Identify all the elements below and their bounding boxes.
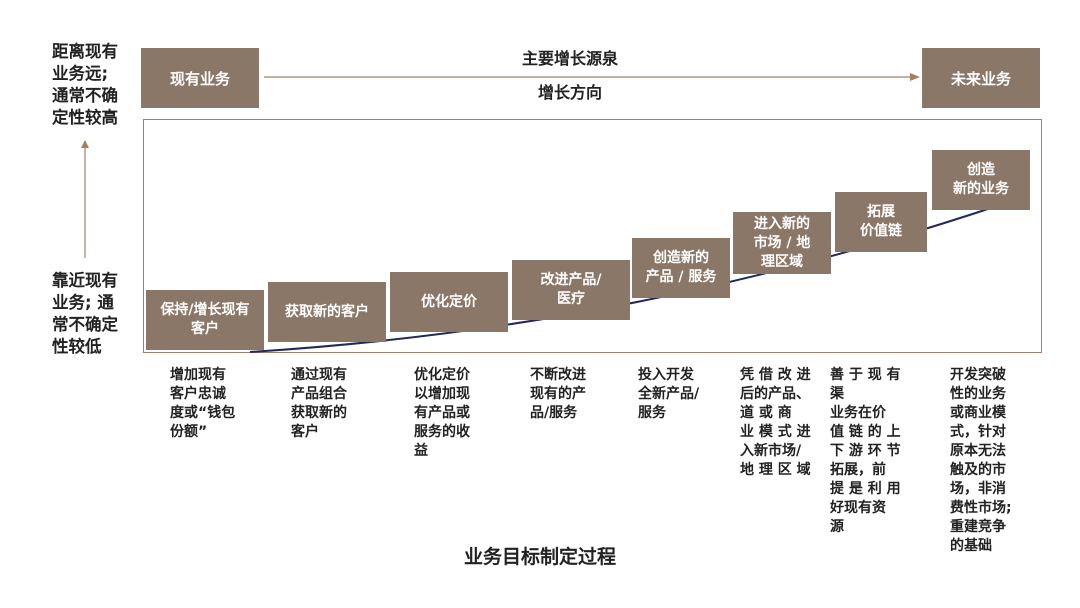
step-box-enter-markets: 进入新的 市场 / 地 理区域 [733,212,831,274]
current-business-box: 现有业务 [141,48,259,108]
step-description-extend-value-chain: 善 于 现 有 渠 业务在价 值 链 的 上 下 游 环 节 拓展，前 提 是 … [830,367,901,535]
step-box-acquire-customers: 获取新的客户 [268,282,386,342]
step-box-extend-value-chain: 拓展 价值链 [835,192,927,252]
vertical-arrow [81,140,89,258]
step-description-retain-customers: 增加现有 客户忠诚 度或“钱包 份额” [170,367,236,440]
axis-bottom-label: 靠近现有 业务; 通 常不确定 性较低 [52,271,118,356]
step-description-create-business: 开发突破 性的业务 或商业模 式，针对 原本无法 触及的市 场，非消 费性市场;… [950,367,1012,554]
step-box-create-products: 创造新的 产品 / 服务 [632,238,730,298]
step-description-create-products: 投入开发 全新产品/ 服务 [638,367,700,421]
step-box-create-business: 创造 新的业务 [932,150,1030,210]
step-description-acquire-customers: 通过现有 产品组合 获取新的 客户 [291,367,347,440]
footer-title: 业务目标制定过程 [463,546,616,568]
horizontal-arrow [264,73,920,81]
step-box-optimize-pricing: 优化定价 [390,272,508,332]
main-growth-source-label: 主要增长源泉 [521,49,618,68]
step-description-enter-markets: 凭 借 改 进 后的产品、 道 或 商 业 模 式 进 入新市场/ 地 理 区 … [740,367,811,478]
axis-top-label: 距离现有 业务远; 通常不确 定性较高 [52,42,118,127]
step-box-retain-customers: 保持/增长现有 客户 [146,290,264,350]
steps-frame [143,119,1042,353]
step-description-optimize-pricing: 优化定价 以增加现 有产品或 服务的收 益 [414,367,470,459]
future-business-box: 未来业务 [922,48,1040,108]
step-box-improve-products: 改进产品/ 医疗 [512,260,630,320]
growth-direction-label: 增长方向 [537,83,602,102]
step-description-improve-products: 不断改进 现有的产 品/服务 [530,367,586,421]
